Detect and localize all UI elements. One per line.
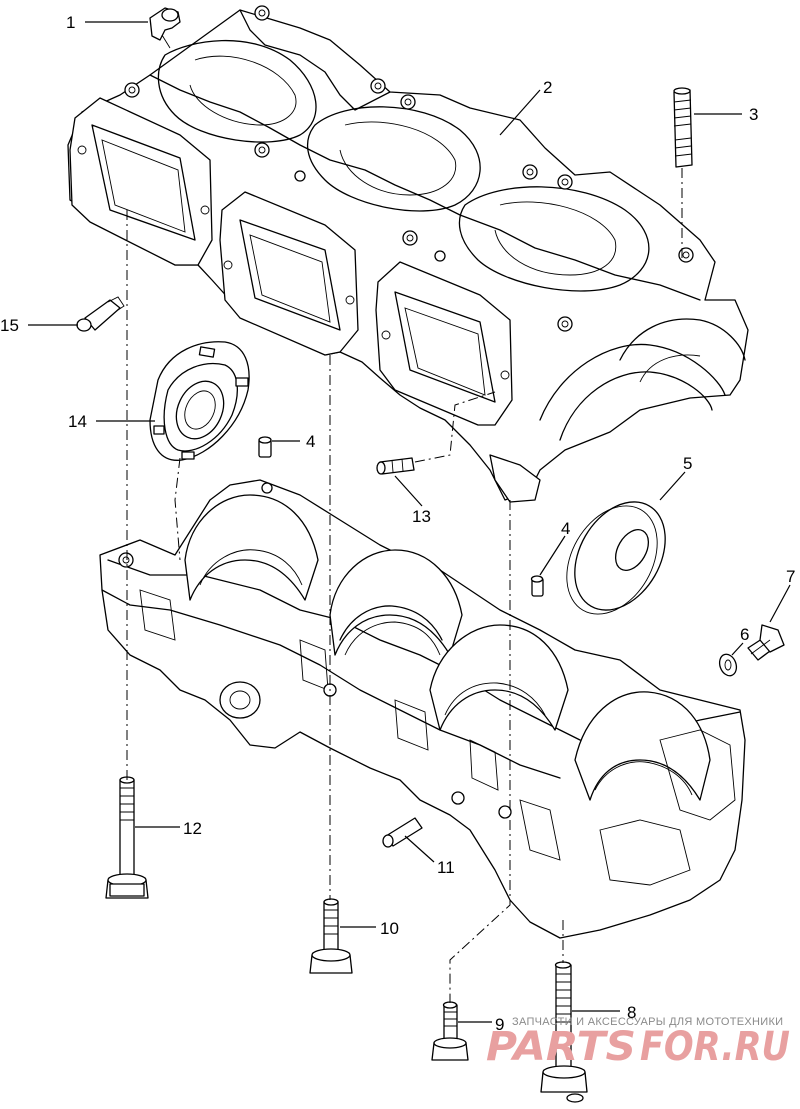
lower-crankcase (99, 479, 746, 939)
callout-2: 2 (543, 78, 552, 97)
callout-3: 3 (749, 105, 758, 124)
callout-15: 15 (0, 316, 19, 335)
part-4-dowel-upper (258, 436, 272, 458)
part-12-bolt (105, 776, 149, 899)
part-14-seal (149, 341, 250, 461)
callout-5: 5 (683, 454, 692, 473)
center-lines (126, 168, 683, 1003)
part-6-washer (718, 653, 738, 677)
callout-6: 6 (740, 625, 749, 644)
callout-7: 7 (786, 567, 795, 586)
part-5-washer (566, 501, 666, 615)
callout-4-lower: 4 (561, 519, 570, 538)
callout-9: 9 (495, 1015, 504, 1034)
part-3-stud (673, 87, 693, 168)
part-10-bolt (309, 898, 353, 974)
callout-12: 12 (183, 819, 202, 838)
part-11-pin (382, 817, 423, 848)
callout-numbers: 1 2 3 4 4 5 6 7 8 9 10 11 12 13 14 15 (0, 13, 795, 1034)
watermark-brand-right: FOR.RU (640, 1024, 790, 1070)
watermark-tagline: ЗАПЧАСТИ И АКСЕССУАРЫ ДЛЯ МОТОТЕХНИКИ (512, 1016, 783, 1028)
part-1-fitting (149, 7, 181, 49)
part-9-bolt (431, 1001, 469, 1061)
callout-14: 14 (68, 412, 87, 431)
callout-10: 10 (380, 919, 399, 938)
upper-crankcase (67, 5, 749, 503)
watermark: ЗАПЧАСТИ И АКСЕССУАРЫ ДЛЯ МОТОТЕХНИКИ PA… (486, 1016, 790, 1070)
part-13-pin (376, 457, 415, 475)
part-4-dowel-lower (530, 575, 544, 597)
leader-lines (28, 21, 791, 1023)
part-8-bolt (540, 961, 588, 1103)
callout-13: 13 (412, 507, 431, 526)
callout-1: 1 (66, 13, 75, 32)
watermark-brand-left: PARTS (486, 1024, 636, 1070)
callout-11: 11 (437, 858, 455, 877)
part-7-bolt (747, 624, 785, 661)
part-15-fitting (76, 296, 125, 332)
callout-4-upper: 4 (306, 432, 315, 451)
callout-8: 8 (627, 1003, 636, 1022)
